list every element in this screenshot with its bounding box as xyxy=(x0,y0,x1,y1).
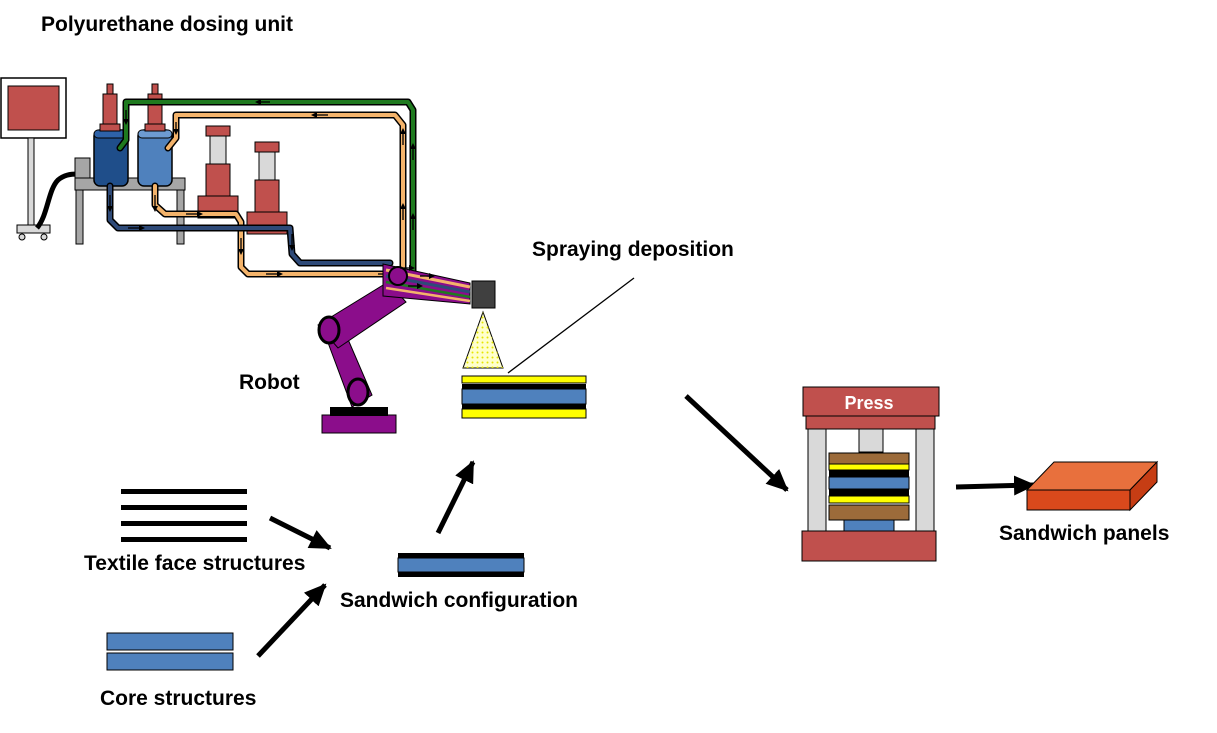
core-structures-icon xyxy=(106,632,234,671)
spray-cone xyxy=(462,310,504,369)
arrow-textile-to-config xyxy=(268,515,332,551)
robot-label: Robot xyxy=(239,371,300,394)
press-label: Press xyxy=(844,393,893,413)
pump-right xyxy=(246,141,288,235)
arrow-core-to-config xyxy=(256,583,327,658)
sandwich-configuration-icon xyxy=(397,553,525,577)
sprayed-sandwich-stack xyxy=(461,375,587,419)
core-structures-label: Core structures xyxy=(100,687,256,710)
textile-face-icon xyxy=(121,489,247,542)
arrow-spray-to-press xyxy=(684,394,789,492)
arrow-config-to-spray xyxy=(435,460,476,535)
press-machine xyxy=(801,386,940,562)
textile-face-label: Textile face structures xyxy=(84,552,305,575)
dosing-unit-title: Polyurethane dosing unit xyxy=(41,13,293,36)
robot-arm xyxy=(317,263,496,434)
sandwich-configuration-label: Sandwich configuration xyxy=(340,589,578,612)
sandwich-panels-label: Sandwich panels xyxy=(999,522,1169,545)
arrow-press-to-panels xyxy=(955,475,1036,496)
spraying-pointer-line xyxy=(507,277,635,374)
spraying-deposition-label: Spraying deposition xyxy=(532,238,734,261)
sandwich-panel-icon xyxy=(1025,460,1159,512)
control-monitor xyxy=(0,77,79,241)
pump-left xyxy=(197,125,239,219)
process-arrows xyxy=(256,394,1036,658)
